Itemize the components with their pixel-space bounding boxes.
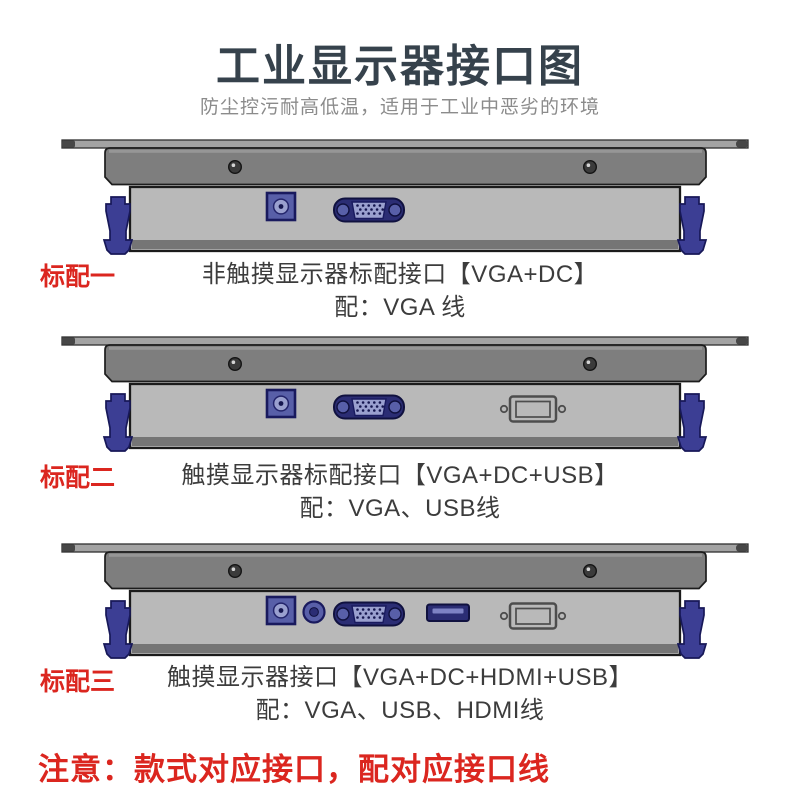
page-subtitle: 防尘控污耐高低温，适用于工业中恶劣的环境 bbox=[199, 97, 600, 118]
bezel-cap-right bbox=[736, 544, 748, 552]
dc-power-port-icon bbox=[265, 388, 297, 419]
caption-ports-1: 非触摸显示器标配接口【VGA+DC】 bbox=[201, 261, 599, 288]
dc-power-port-icon bbox=[265, 191, 297, 222]
monitor-rear-view-svg bbox=[61, 543, 749, 659]
section-config-1: 标配一 非触摸显示器标配接口【VGA+DC】 配：VGA 线 bbox=[0, 139, 800, 339]
section-config-2: 标配二 触摸显示器标配接口【VGA+DC+USB】 配：VGA、USB线 bbox=[0, 336, 800, 536]
panel-bottom-shadow bbox=[132, 437, 678, 446]
mounting-frame bbox=[104, 147, 707, 186]
caption-ports-2: 触摸显示器标配接口【VGA+DC+USB】 bbox=[181, 462, 619, 489]
caption-cable-1: 配：VGA 线 bbox=[334, 294, 466, 321]
monitor-diagram-2 bbox=[0, 336, 800, 454]
screw-icon bbox=[583, 160, 598, 175]
monitor-diagram-1 bbox=[0, 139, 800, 257]
mounting-clip-left bbox=[102, 600, 134, 659]
hdmi-port-icon bbox=[426, 603, 470, 622]
frame-highlight bbox=[109, 346, 702, 350]
page-title: 工业显示器接口图 bbox=[216, 42, 584, 91]
dc-power-port-icon bbox=[265, 595, 297, 626]
caption-cable-2: 配：VGA、USB线 bbox=[299, 495, 501, 522]
screw-icon bbox=[227, 564, 242, 579]
caption-cable-3: 配：VGA、USB、HDMI线 bbox=[255, 697, 545, 724]
bezel-cap-left bbox=[62, 544, 75, 552]
bezel-cap-right bbox=[736, 140, 748, 148]
screw-icon bbox=[227, 357, 242, 372]
notice-text: 注意：款式对应接口，配对应接口线 bbox=[38, 752, 550, 787]
round-jack-port-icon bbox=[302, 600, 326, 624]
screw-icon bbox=[227, 160, 242, 175]
config-label-1: 标配一 bbox=[40, 263, 116, 291]
vga-port-icon bbox=[333, 394, 405, 420]
usb-touch-port-icon bbox=[499, 602, 567, 630]
frame-highlight bbox=[109, 149, 702, 153]
vga-port-icon bbox=[333, 601, 405, 627]
mounting-clip-right bbox=[676, 196, 708, 255]
bezel-cap-right bbox=[736, 337, 748, 345]
screw-icon bbox=[583, 357, 598, 372]
mounting-frame bbox=[104, 344, 707, 383]
monitor-rear-view-svg bbox=[61, 139, 749, 255]
monitor-diagram-3 bbox=[0, 543, 800, 661]
front-bezel-edge bbox=[61, 139, 749, 149]
panel-bottom-shadow bbox=[132, 644, 678, 653]
front-bezel-edge bbox=[61, 336, 749, 346]
caption-ports-3: 触摸显示器接口【VGA+DC+HDMI+USB】 bbox=[166, 664, 634, 691]
mounting-clip-left bbox=[102, 393, 134, 452]
monitor-rear-view-svg bbox=[61, 336, 749, 452]
mounting-clip-left bbox=[102, 196, 134, 255]
mounting-clip-right bbox=[676, 393, 708, 452]
config-label-3: 标配三 bbox=[40, 668, 116, 696]
vga-port-icon bbox=[333, 197, 405, 223]
mounting-clip-right bbox=[676, 600, 708, 659]
front-bezel-edge bbox=[61, 543, 749, 553]
frame-highlight bbox=[109, 553, 702, 557]
screw-icon bbox=[583, 564, 598, 579]
panel-bottom-shadow bbox=[132, 240, 678, 249]
config-label-2: 标配二 bbox=[40, 464, 116, 492]
bezel-cap-left bbox=[62, 140, 75, 148]
section-config-3: 标配三 触摸显示器接口【VGA+DC+HDMI+USB】 配：VGA、USB、H… bbox=[0, 543, 800, 743]
bezel-cap-left bbox=[62, 337, 75, 345]
usb-touch-port-icon bbox=[499, 395, 567, 423]
mounting-frame bbox=[104, 551, 707, 590]
